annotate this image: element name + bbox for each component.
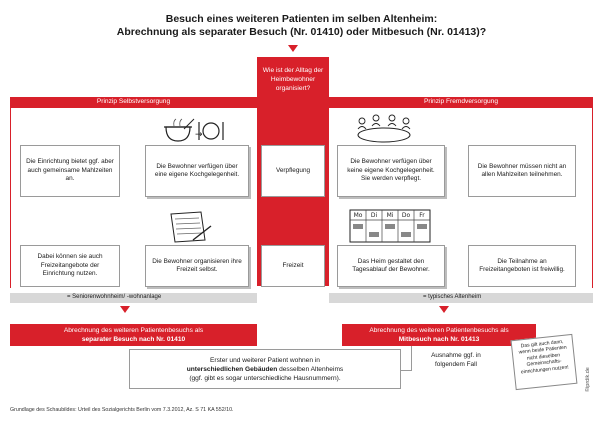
exception-line1: Erster und weiterer Patient wohnen in xyxy=(210,356,320,364)
left-inner-box-cooking: Die Bewohner verfügen über eine eigene K… xyxy=(145,145,249,197)
right-inner-box-daily: Das Heim gestaltet den Tagesablauf der B… xyxy=(337,245,445,287)
right-result-line1: Abrechnung des weiteren Patientenbesuchs… xyxy=(369,327,509,334)
left-bracket-line xyxy=(10,108,11,288)
right-band-label: = typisches Altenheim xyxy=(423,294,482,300)
exception-connector-vertical xyxy=(411,346,412,370)
footer-source: Grundlage des Schaubildes: Urteil des So… xyxy=(10,407,234,413)
right-bracket-line xyxy=(592,108,593,288)
weekday-label: Di xyxy=(371,212,378,219)
weekly-schedule-icon: Mo Di Mi Do Fr xyxy=(349,209,431,243)
left-result-line1: Abrechnung des weiteren Patientenbesuchs… xyxy=(63,327,204,334)
left-result-line2: separater Besuch nach Nr. 01410 xyxy=(81,336,186,343)
exception-box: Erster und weiterer Patient wohnen in un… xyxy=(129,349,401,389)
left-principle-header: Prinzip Selbstversorgung xyxy=(10,97,257,108)
center-question: Wie ist der Alltag der Heimbewohner orga… xyxy=(262,67,324,92)
right-outer-box-meals: Die Bewohner müssen nicht an allen Mahlz… xyxy=(468,145,576,197)
dining-table-icon xyxy=(357,114,411,143)
center-row-verpflegung: Verpflegung xyxy=(261,145,325,197)
left-band: = Seniorenwohnheim/ -wohnanlage xyxy=(10,293,257,303)
weekday-label: Mo xyxy=(354,212,363,219)
exception-line3: (ggf. gibt es sogar unterschiedliche Hau… xyxy=(189,374,341,382)
credit-text: ©iprdik.de xyxy=(585,367,591,392)
exception-label: Ausnahme ggf. in folgendem Fall xyxy=(431,352,481,368)
note-card: Das gilt auch dann, wenn beide Patienten… xyxy=(510,333,578,391)
weekday-label: Mi xyxy=(387,212,394,219)
exception-line2: unterschiedlichen Gebäuden desselben Alt… xyxy=(187,365,343,374)
planner-pen-icon xyxy=(170,211,212,243)
right-down-arrow xyxy=(439,306,449,313)
right-outer-box-leisure: Die Teilnahme an Freizeitangeboten ist f… xyxy=(468,245,576,287)
left-outer-box-meals: Die Einrichtung bietet ggf. aber auch ge… xyxy=(20,145,120,197)
diagram-title-line1: Besuch eines weiteren Patienten im selbe… xyxy=(165,13,438,25)
weekday-label: Fr xyxy=(419,212,425,219)
plate-cutlery-icon xyxy=(198,122,224,140)
exception-connector-horizontal xyxy=(401,370,412,371)
diagram-title-line2: Abrechnung als separater Besuch (Nr. 014… xyxy=(116,26,487,38)
right-band: = typisches Altenheim xyxy=(329,293,593,303)
right-inner-box-catering: Die Bewohner verfügen über keine eigene … xyxy=(337,145,445,197)
exception-line2-bold: unterschiedlichen Gebäuden xyxy=(186,365,278,373)
right-result-line2: Mitbesuch nach Nr. 01413 xyxy=(398,336,480,343)
left-result-box: Abrechnung des weiteren Patientenbesuchs… xyxy=(10,324,257,346)
right-result-box: Abrechnung des weiteren Patientenbesuchs… xyxy=(342,324,536,346)
left-down-arrow xyxy=(120,306,130,313)
exception-line2-rest: desselben Altenheims xyxy=(277,365,344,373)
left-outer-box-leisure: Dabei können sie auch Freizeitangebote d… xyxy=(20,245,120,287)
top-arrow xyxy=(288,45,298,52)
note-text: Das gilt auch dann, wenn beide Patienten… xyxy=(518,338,569,376)
right-principle-header: Prinzip Fremdversorgung xyxy=(329,97,593,108)
weekday-label: Do xyxy=(402,212,411,219)
center-row-freizeit: Freizeit xyxy=(261,245,325,287)
left-inner-box-leisure: Die Bewohner organisieren ihre Freizeit … xyxy=(145,245,249,287)
left-band-label: = Seniorenwohnheim/ -wohnanlage xyxy=(67,294,162,300)
